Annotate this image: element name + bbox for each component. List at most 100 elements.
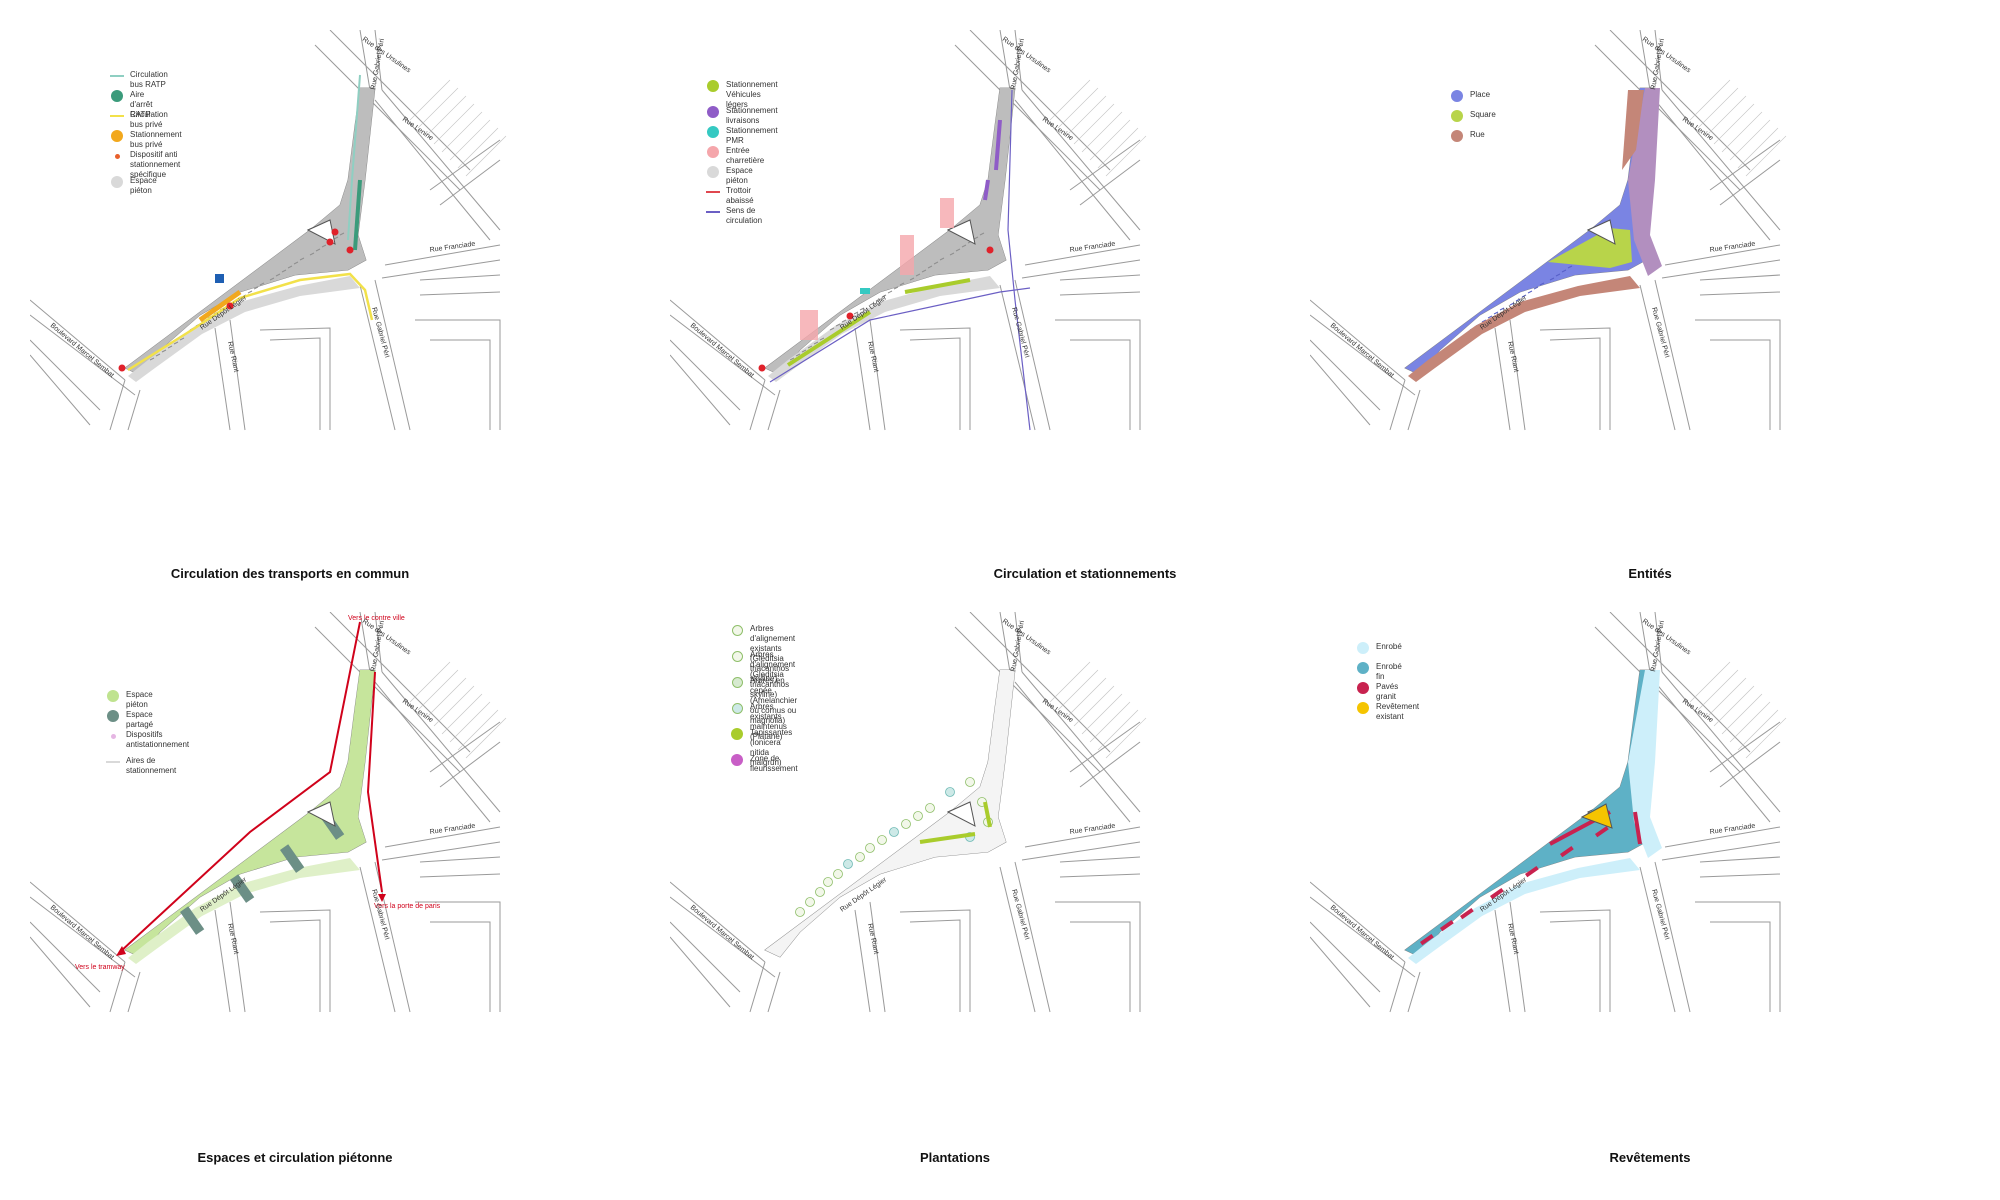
hatch-mark xyxy=(1539,282,1545,286)
hatch-mark xyxy=(807,345,813,349)
street-edge xyxy=(30,936,91,1008)
hatch-mark xyxy=(1555,273,1561,277)
street-edge xyxy=(1059,274,1141,281)
hatch-mark xyxy=(281,269,287,273)
tree xyxy=(805,897,815,907)
street-edge xyxy=(109,961,126,1013)
building-line xyxy=(1073,685,1115,727)
street-edge xyxy=(869,901,886,1013)
building-line xyxy=(465,717,507,759)
street-edge xyxy=(430,921,491,1012)
driveway-entry xyxy=(900,235,914,275)
building-line xyxy=(465,135,507,177)
street-edge xyxy=(670,299,766,381)
route-arrow xyxy=(119,621,361,953)
street-edge xyxy=(1699,873,1781,878)
street-edge xyxy=(419,291,501,296)
building-line xyxy=(409,79,451,121)
building-line xyxy=(1089,701,1131,743)
street-edge xyxy=(670,921,741,993)
legend-swatch xyxy=(706,80,720,92)
street-edge xyxy=(1609,30,1751,171)
legend-swatch xyxy=(110,110,124,122)
street-edge xyxy=(314,44,461,191)
street-edge xyxy=(259,909,331,1012)
hatch-mark xyxy=(299,257,305,261)
street-edge xyxy=(670,936,731,1008)
building-line xyxy=(1105,717,1147,759)
street-edge xyxy=(1021,841,1141,861)
hatch-mark xyxy=(293,261,299,265)
street-edge xyxy=(1069,721,1141,773)
legend-item: Arbres en cepée (Amelanchier ou cornus o… xyxy=(730,676,797,726)
ground-cover xyxy=(919,832,976,844)
legend-item: Dispositifs antistationnement xyxy=(106,730,189,750)
building-line xyxy=(1745,135,1787,177)
hatch-mark xyxy=(149,357,155,361)
street-edge xyxy=(419,274,501,281)
hatch-mark xyxy=(1493,311,1499,315)
building-line xyxy=(417,669,459,711)
legend-swatch xyxy=(106,690,120,702)
sidewalk-area xyxy=(128,276,360,382)
legend-swatch xyxy=(730,624,744,636)
street-edge xyxy=(1699,274,1781,281)
street-edge xyxy=(1494,909,1511,1013)
street-edge xyxy=(374,279,411,431)
driveway-entry xyxy=(800,310,818,340)
building-line xyxy=(1729,701,1771,743)
street-edge xyxy=(1594,626,1741,773)
hatch-mark xyxy=(819,337,825,341)
granite-paving xyxy=(1440,919,1454,932)
hatch-mark xyxy=(309,252,315,256)
street-edge xyxy=(954,44,1101,191)
hatch-mark xyxy=(893,286,899,290)
pmr-parking xyxy=(860,288,870,294)
street-edge xyxy=(1310,354,1371,426)
parking-marks xyxy=(789,232,985,361)
legend-label: Circulation bus RATP xyxy=(130,70,168,89)
street-edge xyxy=(1661,841,1781,861)
ground-cover xyxy=(983,801,992,828)
legend-swatch xyxy=(706,206,720,218)
legend-label: Arbres d'alignement (Gleditsia triacanth… xyxy=(750,650,796,699)
annotation-right: Vers la porte de paris xyxy=(374,903,441,910)
central-triangle xyxy=(306,801,336,827)
no-entry-sign xyxy=(326,238,334,246)
tree xyxy=(877,835,887,845)
street-edge xyxy=(1699,291,1781,296)
street-edge xyxy=(1024,244,1141,266)
street-edge xyxy=(1695,901,1781,1012)
building-line xyxy=(1105,135,1147,177)
building-line xyxy=(1065,95,1107,137)
hatch-mark xyxy=(841,319,847,323)
street-edge xyxy=(439,741,501,788)
street-edge xyxy=(1664,244,1781,266)
building-line xyxy=(1081,111,1123,153)
building-line xyxy=(1097,127,1139,169)
street-edge xyxy=(854,909,871,1013)
granite-paving xyxy=(1595,825,1609,838)
street-edge xyxy=(670,881,766,963)
street-edge xyxy=(1310,339,1381,411)
legend-swatch xyxy=(110,70,124,82)
sidewalk-area xyxy=(768,276,1000,382)
legend-label: Espace piéton xyxy=(130,176,157,195)
street-label: Rue Franciade xyxy=(429,241,476,254)
building-line xyxy=(1097,709,1139,751)
street-edge xyxy=(1014,681,1131,823)
legend-swatch xyxy=(1356,702,1370,714)
street-label: Boulevard Marcel Sembat xyxy=(1329,904,1395,961)
legend-label: Circulation bus privé xyxy=(130,110,168,129)
street-edge xyxy=(670,896,776,978)
bus-sign xyxy=(215,274,224,283)
street-edge xyxy=(1695,319,1781,430)
street-edge xyxy=(1719,159,1781,206)
hatch-mark xyxy=(939,257,945,261)
legend-item: Square xyxy=(1450,110,1496,122)
street-edge xyxy=(415,319,501,430)
legend-swatch xyxy=(1450,130,1464,142)
legend-item: Entrée charretière xyxy=(706,146,764,166)
